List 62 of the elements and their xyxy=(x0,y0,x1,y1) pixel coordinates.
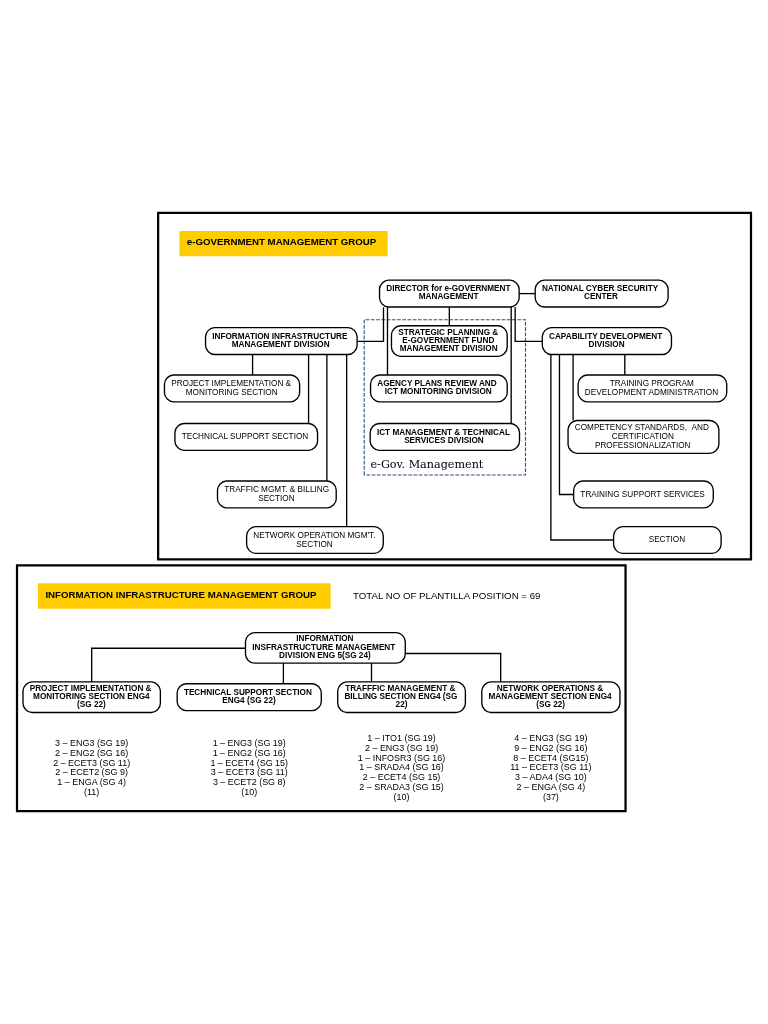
node-box: TRAFFIC MGMT. & BILLING SECTION xyxy=(216,480,337,509)
node-box: CAPABILITY DEVELOPMENT DIVISION xyxy=(541,326,673,356)
node-box: SECTION xyxy=(612,525,722,555)
connector xyxy=(572,353,574,421)
node-box: TECHNICAL SUPPORT SECTION ENG4 (SG 22) xyxy=(176,683,322,712)
node-label: 1 – ENGA (SG 4) xyxy=(57,776,127,787)
node-label: 3 – ENG3 (SG 19) xyxy=(55,738,129,749)
node-label: 8 – ECET4 (SG15) xyxy=(513,752,589,763)
node-label: (10) xyxy=(241,786,258,797)
node-label: 2 – ECET3 (SG 11) xyxy=(53,757,131,768)
connector xyxy=(550,354,615,541)
node-label: 4 – ENG3 (SG 19) xyxy=(514,733,588,744)
node-label: 1 – ENG2 (SG 16) xyxy=(212,747,286,758)
connector xyxy=(251,353,254,376)
node-box: INFORMATION INFRASTRUCTURE MANAGEMENT DIVISION xyxy=(204,326,358,356)
node-label: (10) xyxy=(393,791,410,802)
connector xyxy=(346,354,348,528)
node-box: TRAINING PROGRAM DEVELOPMENT ADMINISTRATION xyxy=(577,374,728,403)
node-label: 9 – ENG2 (SG 16) xyxy=(514,743,588,754)
node-box: TRAFFFIC MANAGEMENT & BILLING SECTION ENG4 (SG 22) xyxy=(337,681,467,714)
node-label: 11 – ECET3 (SG 11) xyxy=(510,762,592,773)
connector xyxy=(282,662,285,685)
connector xyxy=(448,306,450,327)
node-box: NETWORK OPERATIONS & MANAGEMENT SECTION ENG4 (SG 22) xyxy=(481,681,621,714)
node-label: 2 – ECET2 (SG 9) xyxy=(55,767,129,778)
node-label: 2 – ENGA (SG 4) xyxy=(516,781,586,792)
connector xyxy=(514,306,543,343)
connector xyxy=(91,647,246,683)
connector xyxy=(386,306,389,376)
node-label: 1 – ENG3 (SG 19) xyxy=(212,738,286,749)
node-label: 2 – ECET4 (SG 15) xyxy=(362,772,441,783)
node-box: COMPETENCY STANDARDS, AND CERTIFICATION PROFESSIONALIZATION xyxy=(567,419,720,455)
node-box: AGENCY PLANS REVIEW AND ICT MONITORING DIVISION xyxy=(369,374,508,403)
node-label: 1 – SRADA4 (SG 16) xyxy=(359,762,444,773)
connector xyxy=(356,306,385,343)
node-box: INFORMATION INSFRASTRUCTURE MANAGEMENT DIVISION ENG 5(SG 24) xyxy=(244,631,406,664)
node-box: DIRECTOR for e-GOVERNMENT MANAGEMENT xyxy=(378,279,520,308)
node-label: 3 – ADA4 (SG 10) xyxy=(515,772,587,783)
connector xyxy=(624,353,626,376)
connector xyxy=(404,652,502,683)
node-box: TECHNICAL SUPPORT SECTION xyxy=(174,422,319,452)
node-label: 3 – ECET3 (SG 11) xyxy=(210,767,288,778)
node-label: 1 – ECET4 (SG 15) xyxy=(210,757,289,768)
node-label: 2 – ENG2 (SG 16) xyxy=(55,747,129,758)
node-label: 3 – ECET2 (SG 8) xyxy=(212,776,286,787)
connector xyxy=(326,353,328,482)
node-box: STRATEGIC PLANNING & E-GOVERNMENT FUND MANAGEMENT DIVISION xyxy=(390,325,508,357)
connector xyxy=(370,662,373,683)
connector xyxy=(307,353,310,425)
node-label: 2 – ENG3 (SG 19) xyxy=(364,743,439,754)
node-label: 1 – INFOSR3 (SG 16) xyxy=(357,752,446,763)
connector xyxy=(510,306,512,425)
node-box: TRAINING SUPPORT SERVICES xyxy=(573,480,714,509)
node-box: NETWORK OPERATION MGM'T. SECTION xyxy=(245,525,384,555)
node-box: ICT MANAGEMENT & TECHNICAL SERVICES DIVISION xyxy=(369,422,521,452)
node-box: PROJECT IMPLEMENTATION & MONITORING SECTION ENG4 (SG 22) xyxy=(22,681,162,714)
node-box: NATIONAL CYBER SECURITY CENTER xyxy=(534,279,669,308)
node-box: PROJECT IMPLEMENTATION & MONITORING SECTION xyxy=(163,374,301,403)
node-label: 2 – SRADA3 (SG 15) xyxy=(359,781,444,792)
node-label: 1 – ITO1 (SG 19) xyxy=(367,733,436,744)
node-label: (37) xyxy=(542,791,559,802)
node-label: (11) xyxy=(84,786,100,797)
